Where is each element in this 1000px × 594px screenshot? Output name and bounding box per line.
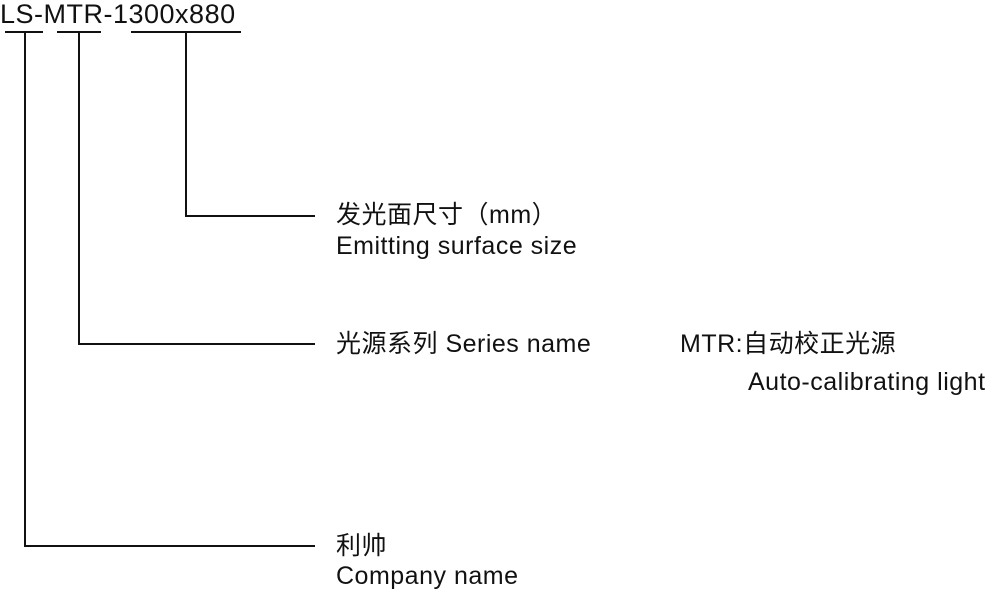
connector-company-horizontal: [24, 545, 315, 547]
size-label-zh: 发光面尺寸（mm）: [336, 201, 558, 229]
connector-size-horizontal: [185, 215, 315, 217]
company-label-en: Company name: [336, 562, 519, 590]
size-label-en: Emitting surface size: [336, 232, 578, 260]
company-label-zh: 利帅: [336, 532, 388, 560]
series-label: 光源系列 Series name: [336, 330, 592, 358]
series-value-zh: MTR:自动校正光源: [680, 330, 897, 358]
connector-series-vertical: [78, 31, 80, 345]
series-value-en: Auto-calibrating light: [748, 368, 986, 396]
connector-company-vertical: [24, 31, 26, 547]
model-code: LS-MTR-1300x880: [0, 0, 236, 29]
connector-series-horizontal: [78, 343, 315, 345]
connector-size-vertical: [185, 31, 187, 217]
